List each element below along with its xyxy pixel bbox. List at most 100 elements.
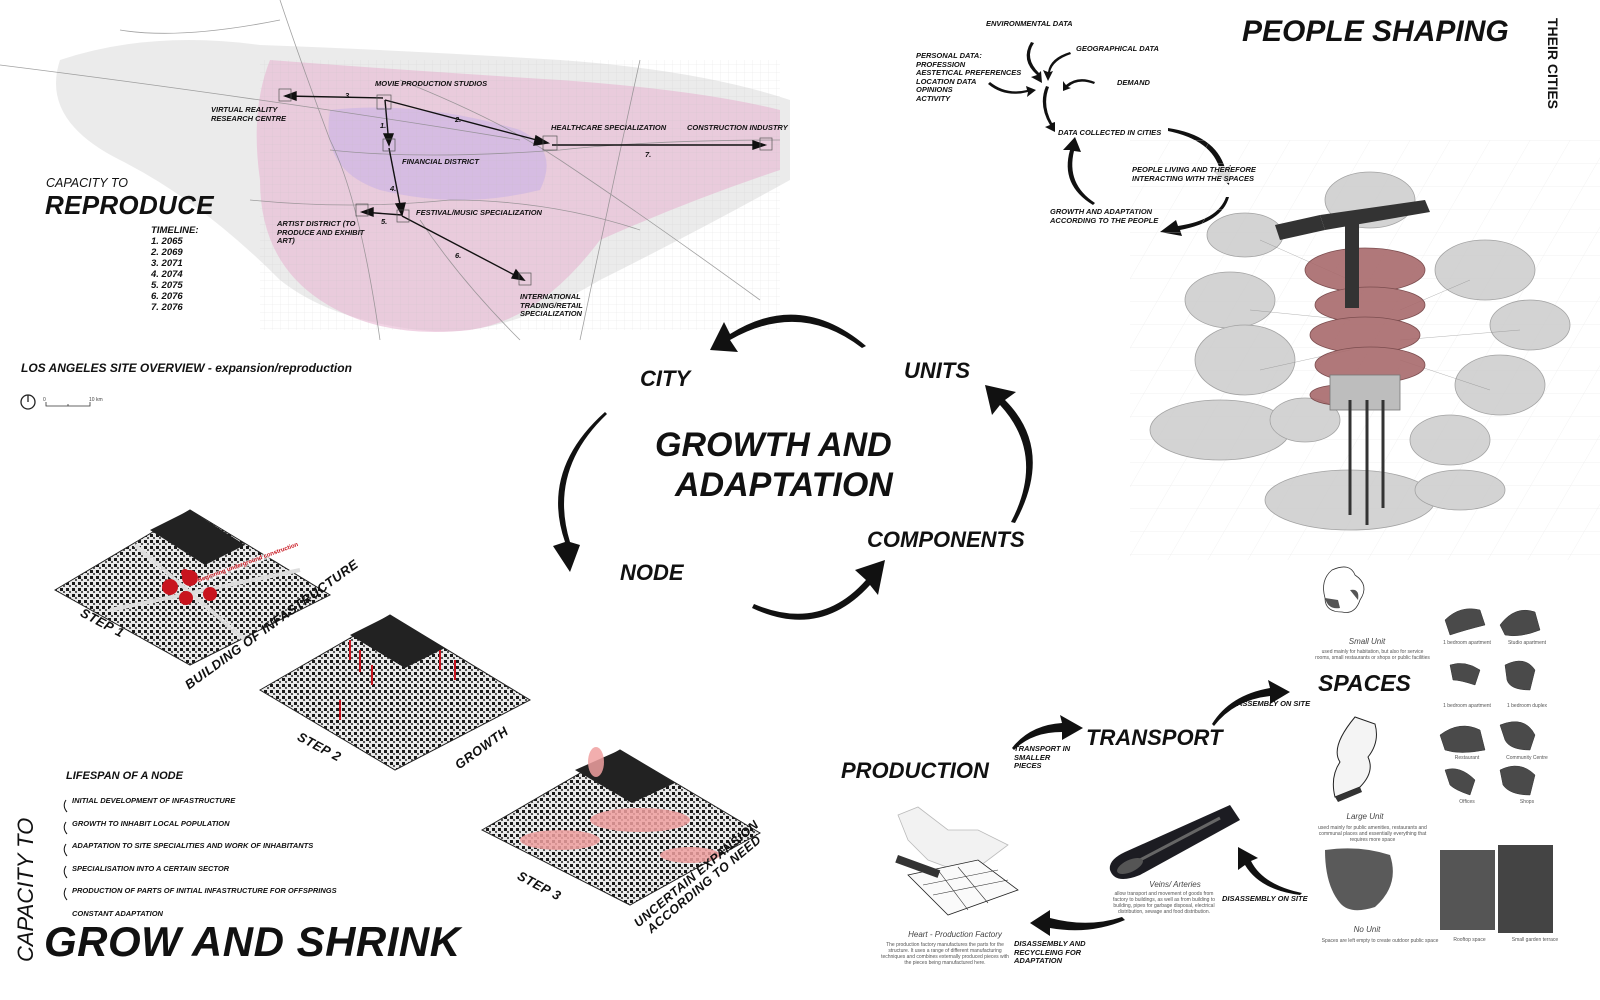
large-unit-title: Large Unit	[1346, 812, 1384, 821]
large-caption-4: Shops	[1519, 799, 1535, 805]
personal-data-item: ACTIVITY	[916, 93, 951, 103]
route-number-5: 5.	[381, 217, 388, 226]
no-unit-desc: Spaces are left empty to create outdoor …	[1321, 938, 1439, 944]
reproduce-subtitle: CAPACITY TO	[46, 176, 128, 190]
variant-shops	[1499, 765, 1536, 796]
label-financial: FINANCIAL DISTRICT	[402, 157, 479, 166]
personal-data-item: PERSONAL DATA:	[916, 51, 982, 60]
timeline-item: 3. 2071	[151, 258, 183, 269]
unit-blobs	[1149, 171, 1571, 531]
label-healthcare: HEALTHCARE SPECIALIZATION	[551, 123, 667, 132]
small-caption-2: Studio apartment	[1507, 640, 1547, 646]
small-unit-variants	[1439, 608, 1541, 796]
people-living: PEOPLE LIVING AND THEREFORE INTERACTING …	[1132, 165, 1262, 183]
timeline-item: 1. 2065	[151, 236, 183, 247]
personal-data-item: PROFESSION	[916, 59, 966, 69]
large-caption-3: Offices	[1459, 799, 1475, 805]
assembly-note: ASSEMBLY ON SITE	[1237, 699, 1311, 708]
variant-duplex	[1504, 660, 1536, 691]
people-title: PEOPLE SHAPING	[1242, 15, 1509, 48]
cycle-title-line2: ADAPTATION	[675, 466, 893, 504]
recycle-note: DISASSEMBLY AND RECYCLEING FOR ADAPTATIO…	[1014, 939, 1086, 965]
variant-offices	[1444, 768, 1476, 796]
large-unit-desc: used mainly for public amenities, restau…	[1318, 825, 1427, 843]
veins-title: Veins/ Arteries	[1149, 880, 1201, 889]
lifespan-item: GROWTH TO INHABIT LOCAL POPULATION	[72, 818, 230, 828]
no-unit-models	[1325, 845, 1553, 933]
timeline-item: 5. 2075	[151, 280, 183, 291]
step-1-model	[53, 509, 332, 666]
timeline-label: TIMELINE:	[151, 225, 199, 236]
no-unit-title: No Unit	[1353, 925, 1381, 934]
route-arrows	[282, 91, 768, 281]
timeline-item: 2. 2069	[151, 247, 183, 258]
garden-terrace-model	[1498, 845, 1553, 933]
step-2-model	[259, 614, 532, 771]
label-trading: INTERNATIONAL TRADING/RETAIL SPECIALIZAT…	[520, 292, 583, 318]
spaces-label: SPACES	[1318, 670, 1411, 696]
los-angeles-map	[0, 0, 790, 341]
lifespan-item: CONSTANT ADAPTATION	[72, 908, 163, 918]
route-number-6: 6.	[455, 251, 462, 260]
route-number-7: 7.	[645, 150, 652, 159]
variant-studio	[1499, 609, 1541, 637]
label-vr-centre: VIRTUAL REALITY RESEARCH CENTRE	[211, 105, 287, 123]
factory-desc: The production factory manufactures the …	[881, 942, 1009, 966]
people-subtitle: THEIR CITIES	[1545, 18, 1561, 110]
scale-start: 0	[43, 397, 46, 403]
factory-title: Heart - Production Factory	[908, 930, 1002, 939]
cycle-node: NODE	[620, 560, 684, 585]
timeline: TIMELINE: 1. 2065 2. 2069 3. 2071 4. 207…	[151, 225, 199, 313]
veins-desc: allow transport and movement of goods fr…	[1113, 891, 1215, 915]
lifespan-item: SPECIALISATION INTO A CERTAIN SECTOR	[72, 863, 230, 873]
large-caption-1: Restaurant	[1454, 755, 1480, 761]
arrow-node-to-components	[752, 560, 885, 620]
lifespan-title: LIFESPAN OF A NODE	[66, 770, 183, 782]
timeline-item: 4. 2074	[151, 269, 183, 280]
route-number-1: 1.	[380, 121, 387, 130]
label-construction: CONSTRUCTION INDUSTRY	[687, 123, 788, 132]
lifespan-item: ADAPTATION TO SITE SPECIALITIES AND WORK…	[72, 841, 314, 850]
rooftop-space-model	[1440, 850, 1495, 930]
tower-core	[1304, 247, 1426, 406]
personal-data-item: AESTETICAL PREFERENCES	[916, 68, 1022, 77]
personal-data: PERSONAL DATA: PROFESSION AESTETICAL PRE…	[916, 51, 1022, 103]
route-number-2: 2.	[455, 115, 462, 124]
cycle-title-line1: GROWTH AND	[655, 426, 892, 464]
transport-note: TRANSPORT IN SMALLER PIECES	[1014, 744, 1071, 770]
cycle-title: GROWTH AND ADAPTATION	[655, 425, 893, 505]
timeline-item: 6. 2076	[151, 291, 183, 302]
environmental-data: ENVIRONMENTAL DATA	[986, 19, 1073, 28]
small-caption-1: 1 bedroom apartment	[1443, 640, 1491, 646]
scale-bar	[45, 402, 91, 407]
step-3-model	[480, 747, 762, 906]
arrow-components-to-units	[985, 385, 1033, 523]
lifespan-list: INITIAL DEVELOPMENT OF INFASTRUCTURE GRO…	[72, 797, 337, 932]
cycle-city: CITY	[640, 366, 691, 391]
small-unit-desc: used mainly for habitation, but also for…	[1315, 649, 1430, 661]
variant-1br-b	[1449, 663, 1481, 686]
small-caption-4: 1 bedroom duplex	[1506, 703, 1548, 709]
route-number-3: 3.	[345, 91, 352, 100]
timeline-item: 7. 2076	[151, 302, 183, 313]
label-artist: ARTIST DISTRICT (TO PRODUCE AND EXHIBIT …	[277, 219, 365, 245]
personal-data-item: LOCATION DATA	[916, 76, 977, 86]
cycle-components: COMPONENTS	[867, 527, 1025, 552]
label-movie-studios: MOVIE PRODUCTION STUDIOS	[375, 79, 488, 88]
reproduce-title: REPRODUCE	[45, 190, 214, 220]
no-caption-2: Small garden terrace	[1511, 937, 1559, 943]
personal-data-item: OPINIONS	[916, 85, 953, 94]
large-unit-model	[1332, 716, 1377, 802]
production-label: PRODUCTION	[841, 758, 989, 783]
lifespan-arrows	[63, 799, 68, 901]
label-festival: FESTIVAL/MUSIC SPECIALIZATION	[416, 208, 542, 217]
geographical-data: GEOGRAPHICAL DATA	[1076, 44, 1159, 53]
data-collected: DATA COLLECTED IN CITIES	[1058, 128, 1162, 137]
variant-community	[1499, 721, 1536, 751]
veins-model	[1109, 805, 1240, 879]
transport-label: TRANSPORT	[1086, 725, 1223, 750]
small-unit-title: Small Unit	[1348, 637, 1386, 646]
